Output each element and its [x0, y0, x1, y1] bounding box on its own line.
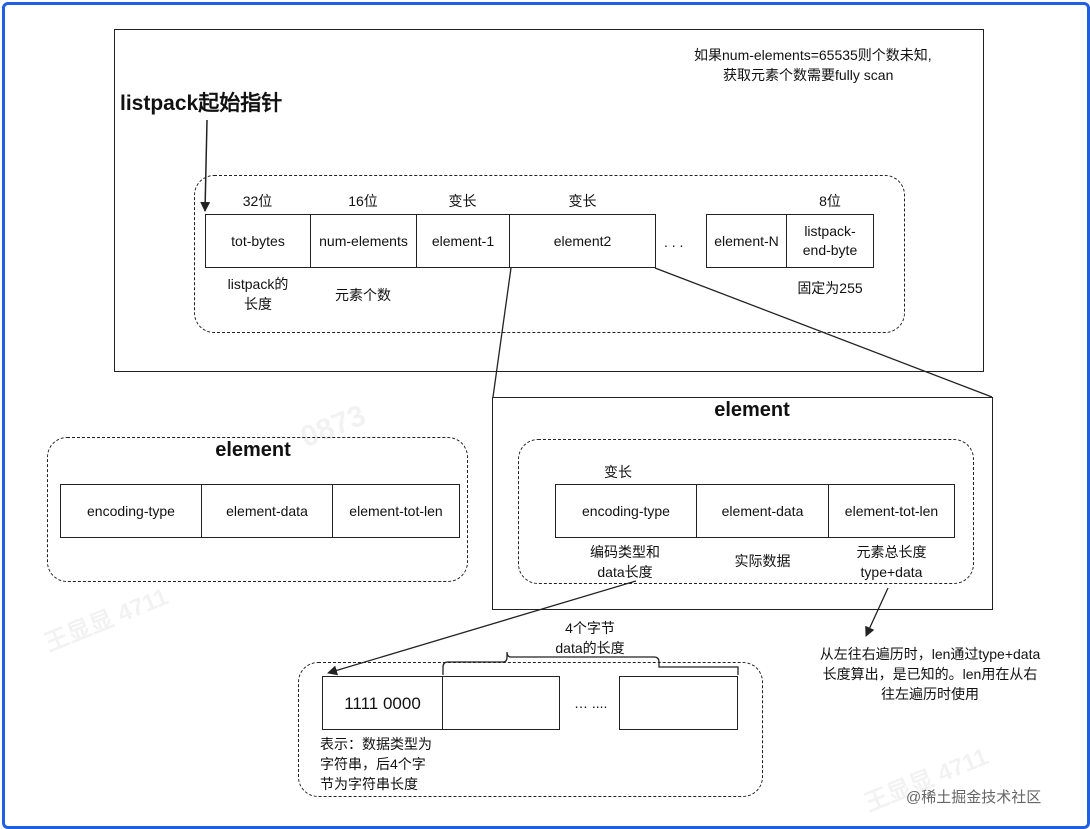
num-elements-note-line1: 如果num-elements=65535则个数未知,	[694, 47, 932, 63]
encoding-note-line2: data长度	[597, 564, 653, 580]
right-element-group	[518, 439, 974, 584]
bytes-note-line1: 表示：数据类型为	[320, 736, 432, 752]
length-bytes-cell	[442, 676, 560, 730]
left-element-data-cell: element-data	[201, 484, 333, 538]
tot-bytes-cell: tot-bytes	[205, 214, 311, 268]
totlen-note-line2: type+data	[860, 564, 923, 580]
len-note-line2: 长度算出，是已知的。len用在从右	[822, 666, 1038, 682]
encoding-bytes-group	[298, 662, 763, 797]
encoding-detail-arrow	[327, 580, 637, 676]
element2-width-label: 变长	[568, 193, 597, 209]
bytes-note-line3: 节为字符串长度	[320, 776, 418, 792]
encoding-width-label: 变长	[604, 464, 632, 480]
totlen-note-line1: 元素总长度	[856, 544, 927, 560]
listpack-outer-box	[114, 29, 984, 372]
num-elements-cell: num-elements	[310, 214, 417, 268]
element2-cell: element2	[509, 214, 656, 268]
last-byte-cell	[619, 676, 738, 730]
bytes-note-line2: 字符串，后4个字	[320, 756, 426, 772]
length-brace	[442, 651, 739, 675]
tot-bytes-width-label: 32位	[242, 193, 273, 209]
bytes-ellipsis: … ....	[574, 695, 608, 711]
end-byte-width-label: 8位	[819, 193, 841, 209]
right-element-data-cell: element-data	[696, 484, 829, 538]
len-note-arrow	[865, 587, 889, 637]
encoding-note-line1: 编码类型和	[590, 544, 660, 560]
len-note-line1: 从左往右遍历时，len通过type+data	[819, 646, 1041, 662]
brace-label-line1: 4个字节	[565, 620, 615, 636]
num-elements-width-label: 16位	[348, 193, 378, 209]
end-byte-note: 固定为255	[797, 280, 863, 296]
num-elements-note: 元素个数	[335, 287, 391, 303]
data-note: 实际数据	[734, 553, 791, 569]
end-byte-line2: end-byte	[802, 242, 858, 258]
listpack-group	[194, 175, 905, 333]
elements-ellipsis: . . .	[664, 234, 684, 250]
left-element-group	[47, 437, 468, 582]
brace-label-line2: data的长度	[555, 640, 625, 656]
end-byte-cell: listpack- end-byte	[786, 214, 874, 268]
num-elements-note-line2: 获取元素个数需要fully scan	[723, 67, 894, 83]
left-encoding-type-cell: encoding-type	[60, 484, 202, 538]
element-n-cell: element-N	[706, 214, 787, 268]
left-element-tot-len-cell: element-tot-len	[332, 484, 460, 538]
start-pointer-arrow	[200, 119, 211, 212]
end-byte-line1: listpack-	[804, 223, 856, 239]
tot-bytes-note-line1: listpack的	[227, 276, 289, 292]
tot-bytes-note-line2: 长度	[244, 296, 272, 312]
element1-width-label: 变长	[448, 193, 477, 209]
len-note-line3: 往左遍历时使用	[881, 686, 979, 702]
right-encoding-type-cell: encoding-type	[555, 484, 697, 538]
left-element-title: element	[215, 439, 291, 461]
listpack-start-pointer-label: listpack起始指针	[120, 92, 283, 115]
zoom-line-left	[492, 267, 512, 398]
right-element-title: element	[714, 399, 790, 421]
first-byte-cell: 1111 0000	[322, 676, 443, 730]
zoom-line-right	[654, 267, 993, 398]
right-element-tot-len-cell: element-tot-len	[828, 484, 955, 538]
footer-watermark: @稀土掘金技术社区	[906, 789, 1042, 806]
